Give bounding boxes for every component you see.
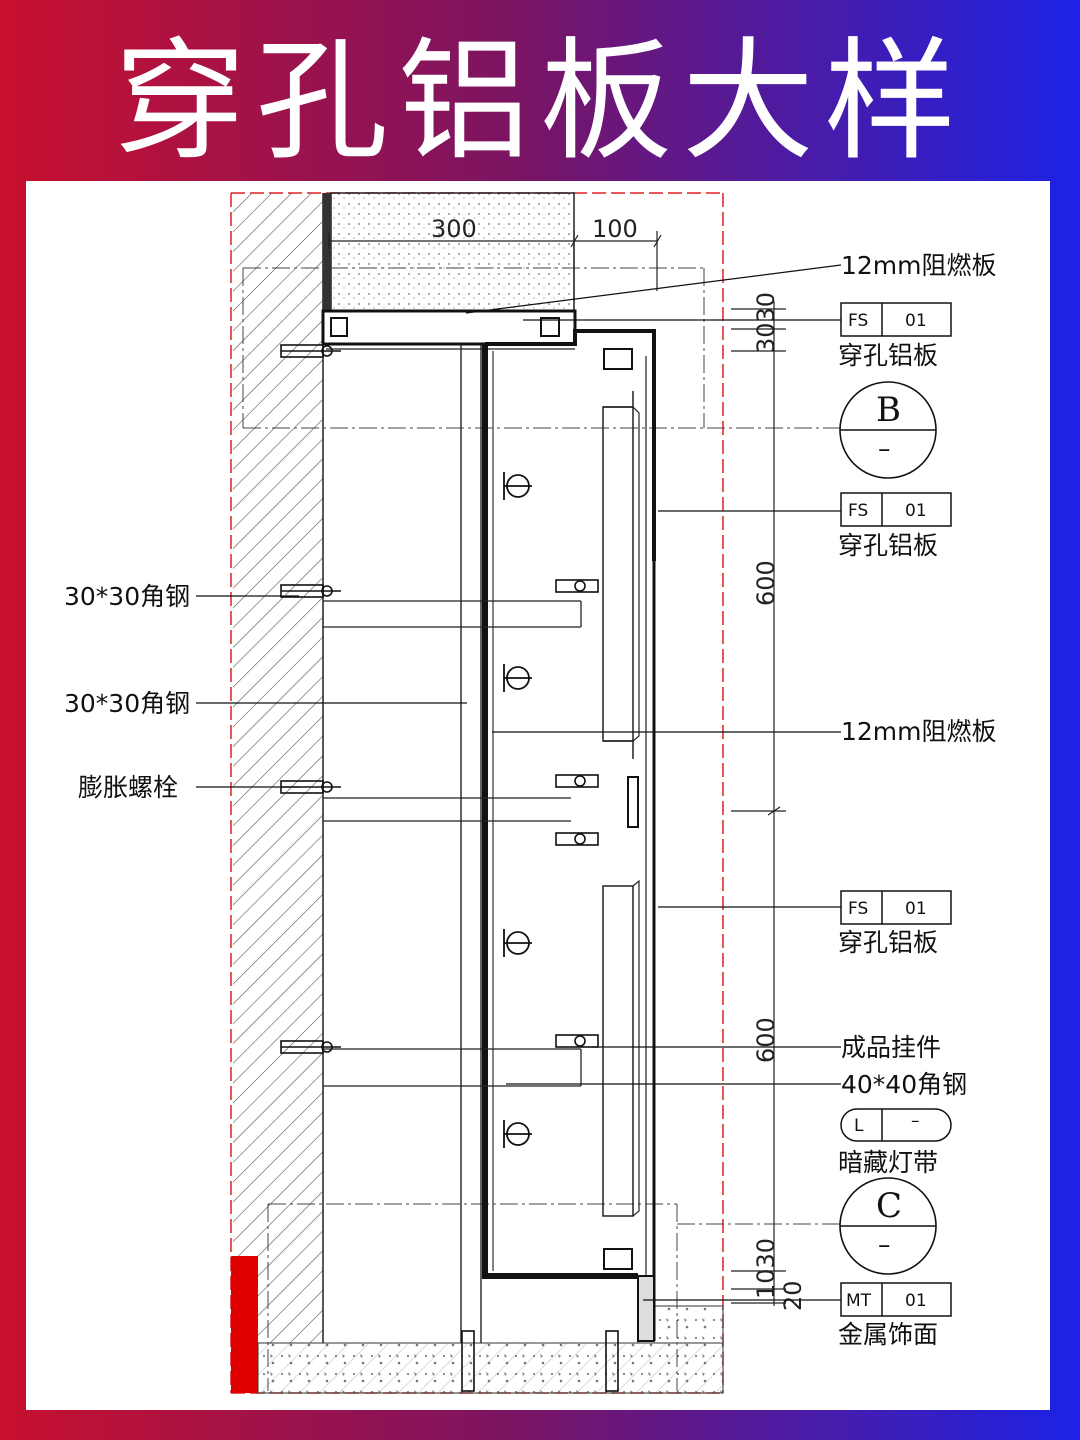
svg-text:01: 01 — [905, 501, 927, 521]
svg-text:–: – — [878, 1230, 891, 1259]
svg-text:–: – — [878, 434, 891, 463]
svg-text:L: L — [854, 1116, 864, 1136]
lamp-icons — [503, 472, 532, 1148]
section-mark-c: C – — [839, 1177, 937, 1275]
dim-600-upper: 600 — [752, 560, 780, 606]
page-title: 穿孔铝板大样 — [114, 24, 966, 179]
light-strip-tag: L – 暗藏灯带 — [838, 1108, 952, 1177]
material-tag-2: FS 01 穿孔铝板 — [838, 492, 952, 560]
label-fireboard-mid: 12mm阻燃板 — [841, 717, 997, 746]
svg-text:01: 01 — [905, 899, 927, 919]
svg-text:–: – — [911, 1111, 920, 1131]
svg-text:穿孔铝板: 穿孔铝板 — [838, 341, 938, 370]
svg-text:C: C — [876, 1186, 902, 1226]
label-angle-2: 30*30角钢 — [64, 689, 190, 718]
material-tag-4: MT 01 金属饰面 — [838, 1282, 952, 1349]
label-fireboard-top: 12mm阻燃板 — [841, 251, 997, 280]
svg-text:FS: FS — [848, 899, 868, 919]
label-hanger: 成品挂件 — [841, 1033, 941, 1062]
svg-text:穿孔铝板: 穿孔铝板 — [838, 928, 938, 957]
dim-3030: 3030 — [752, 292, 780, 353]
material-tag-3: FS 01 穿孔铝板 — [838, 890, 952, 957]
section-mark-b: B – — [839, 381, 937, 479]
svg-text:01: 01 — [905, 311, 927, 331]
red-block — [231, 1256, 258, 1393]
label-angle40: 40*40角钢 — [841, 1070, 967, 1099]
label-angle-1: 30*30角钢 — [64, 582, 190, 611]
svg-text:FS: FS — [848, 311, 868, 331]
svg-text:01: 01 — [905, 1291, 927, 1311]
label-bolt: 膨胀螺栓 — [78, 773, 178, 802]
expansion-bolts — [280, 344, 619, 1392]
dim-600-lower: 600 — [752, 1017, 780, 1063]
svg-text:FS: FS — [848, 501, 868, 521]
material-tag-1: FS 01 穿孔铝板 — [838, 302, 952, 370]
svg-text:穿孔铝板: 穿孔铝板 — [838, 531, 938, 560]
dim-1030: 1030 — [752, 1238, 780, 1299]
drawing-sheet: 300 100 3030 600 600 1030 20 12mm阻燃板 12m… — [26, 181, 1050, 1410]
svg-text:金属饰面: 金属饰面 — [838, 1320, 938, 1349]
svg-text:暗藏灯带: 暗藏灯带 — [838, 1148, 938, 1177]
svg-text:MT: MT — [846, 1291, 872, 1311]
svg-text:B: B — [876, 390, 901, 430]
dim-100: 100 — [592, 215, 638, 243]
dim-20: 20 — [779, 1280, 807, 1311]
detail-drawing: 300 100 3030 600 600 1030 20 12mm阻燃板 12m… — [64, 192, 997, 1394]
wall-hatch — [233, 193, 323, 1343]
ceiling-fill — [330, 192, 575, 312]
dim-300: 300 — [431, 215, 477, 243]
